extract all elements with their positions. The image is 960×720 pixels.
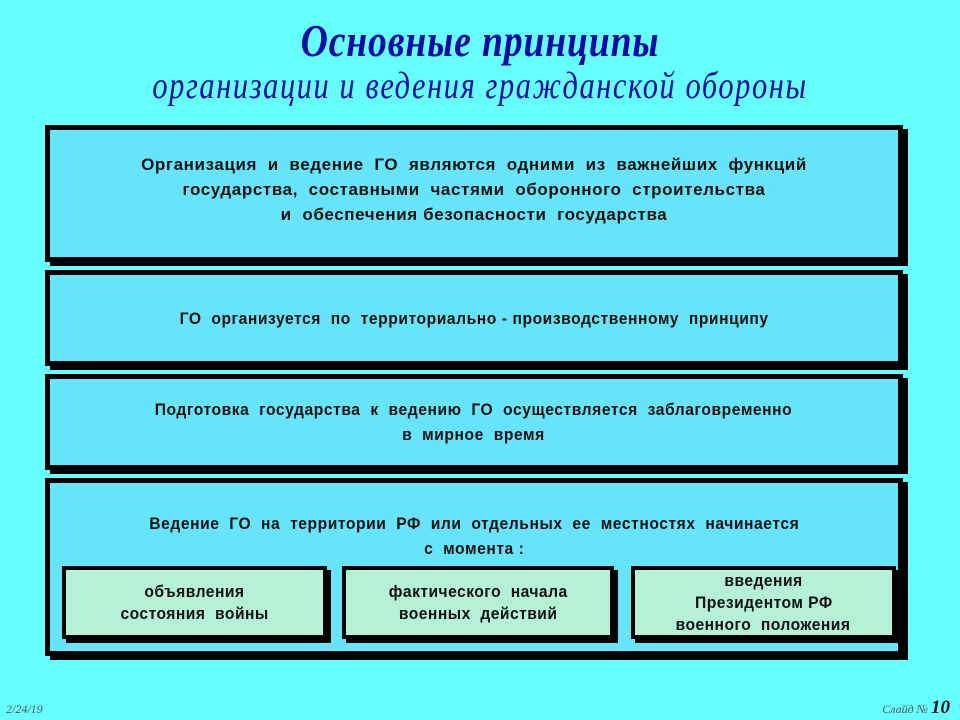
principle-text: Организация и ведение ГО являются одними…	[141, 152, 807, 227]
moment-line: фактического начала	[388, 581, 568, 601]
moment-line: военного положения	[676, 614, 851, 634]
principle-line: Организация и ведение ГО являются одними…	[141, 155, 807, 174]
footer-date: 2/24/19	[6, 702, 43, 716]
slide-subtitle: организации и ведения гражданской оборон…	[152, 65, 808, 107]
moment-box-hostilities-start: фактического начала военных действий	[342, 566, 614, 639]
moment-box-war-declaration: объявления состояния войны	[62, 566, 327, 639]
principle-box-4: Ведение ГО на территории РФ или отдельны…	[45, 478, 903, 656]
principle-line: с момента :	[423, 539, 525, 558]
principle-line: Подготовка государства к ведению ГО осущ…	[155, 400, 793, 419]
principle-line: и обеспечения безопасности государства	[280, 205, 668, 224]
moment-line: введения	[724, 570, 803, 590]
slide-label: Слайд №	[882, 702, 928, 716]
slide-title: Основные принципы	[300, 15, 660, 66]
slide-number: 10	[931, 697, 950, 718]
principle-text: Ведение ГО на территории РФ или отдельны…	[149, 511, 799, 561]
principle-text: Подготовка государства к ведению ГО осущ…	[155, 397, 793, 447]
principle-text: ГО организуется по территориально - прои…	[179, 306, 768, 331]
principle-line: ГО организуется по территориально - прои…	[179, 308, 769, 328]
principle-box-3: Подготовка государства к ведению ГО осущ…	[45, 374, 903, 470]
moment-box-martial-law: введения Президентом РФ военного положен…	[631, 566, 896, 639]
principle-line: государства, составными частями оборонно…	[182, 180, 766, 199]
principle-box-1: Организация и ведение ГО являются одними…	[45, 125, 903, 262]
moments-row: объявления состояния войны фактического …	[62, 566, 896, 646]
moment-line: Президентом РФ	[694, 592, 833, 612]
principle-box-2: ГО организуется по территориально - прои…	[45, 270, 903, 366]
moment-line: объявления	[144, 581, 245, 601]
principle-line: в мирное время	[402, 425, 546, 444]
principle-line: Ведение ГО на территории РФ или отдельны…	[148, 514, 800, 533]
moment-line: военных действий	[398, 603, 558, 623]
moment-line: состояния войны	[120, 603, 269, 623]
